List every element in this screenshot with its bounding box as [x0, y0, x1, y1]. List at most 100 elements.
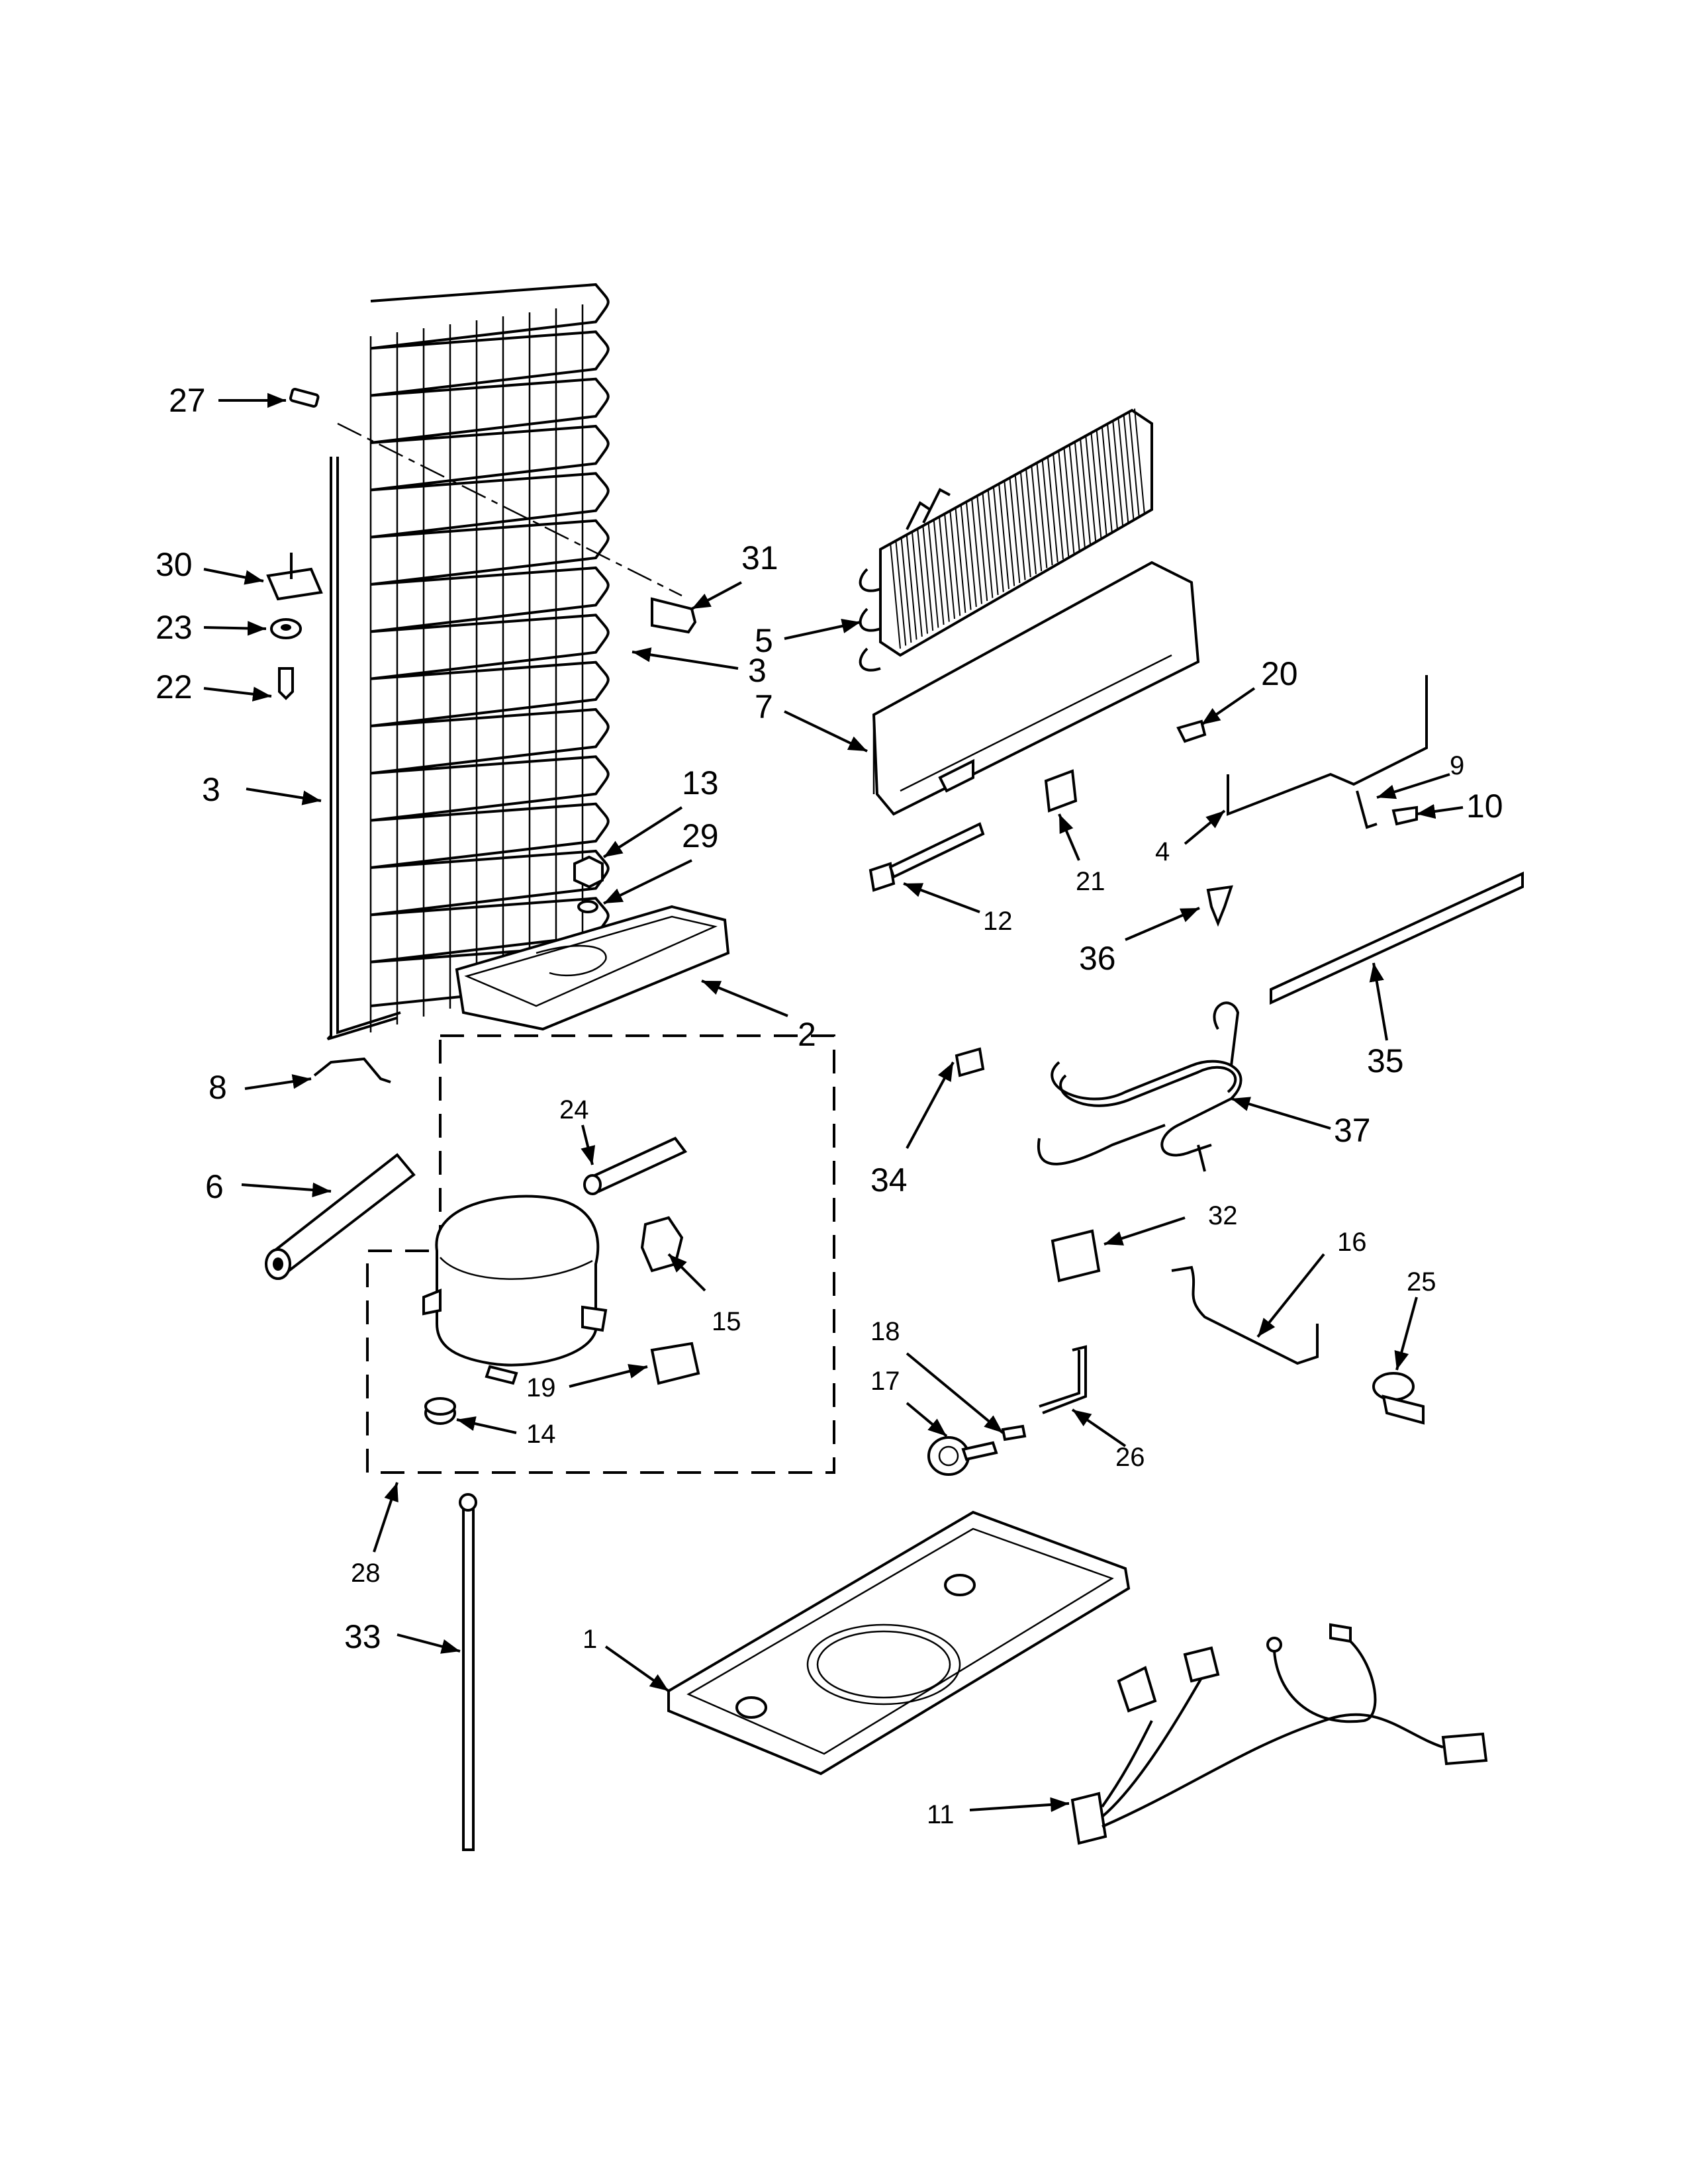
screw-22: [278, 667, 294, 700]
base-plate: [667, 1510, 1131, 1776]
evaporator-fin: [944, 512, 955, 619]
compressor-kit-box: [366, 1034, 835, 1474]
callout-31: 31: [741, 539, 778, 576]
overload-24: [583, 1136, 688, 1195]
grommet-23: [270, 618, 302, 639]
evaporator: [859, 408, 1153, 672]
evaporator-fin: [955, 506, 966, 614]
evaporator-fin: [1004, 480, 1015, 586]
evaporator-fin: [933, 518, 945, 625]
evaporator-fin: [971, 498, 982, 604]
callout-14: 14: [526, 1420, 556, 1449]
callout-17: 17: [870, 1367, 900, 1396]
clamp-25: [1372, 1372, 1425, 1425]
evaporator-fin: [922, 524, 934, 631]
evaporator-fin: [1058, 450, 1070, 557]
bracket-30: [266, 553, 323, 601]
evaporator-fin: [895, 539, 907, 646]
evaporator-fin: [1090, 432, 1102, 539]
callout-22: 22: [156, 668, 193, 705]
evaporator-cover: [872, 561, 1200, 816]
evaporator-fin: [1053, 453, 1064, 560]
compressor: [422, 1195, 608, 1385]
evaporator-fin: [1014, 474, 1026, 580]
callout-2: 2: [798, 1016, 816, 1053]
callout-13: 13: [682, 764, 719, 801]
strip-35: [1270, 871, 1524, 1005]
callout-30: 30: [156, 546, 193, 583]
callout-15: 15: [712, 1307, 741, 1336]
evaporator-fin: [1031, 465, 1043, 572]
callout-28: 28: [351, 1559, 381, 1588]
evaporator-fin: [949, 510, 961, 616]
screw-20: [1176, 719, 1207, 743]
callout-1: 1: [583, 1625, 597, 1654]
callout-25: 25: [1407, 1267, 1436, 1297]
callout-20: 20: [1261, 655, 1298, 692]
evaporator-fin: [1009, 477, 1021, 584]
evaporator-fin: [1047, 456, 1058, 563]
evaporator-fin: [917, 527, 928, 634]
callout-24: 24: [559, 1095, 589, 1124]
heater-37: [1037, 1001, 1243, 1172]
pin-18: [1001, 1424, 1027, 1441]
evaporator-fin: [1085, 435, 1097, 542]
callout-7: 7: [755, 688, 773, 725]
wire-harness: [1070, 1623, 1488, 1845]
callout-labels: 27 30 23 22 3 3 31 5 7 20 9 10 4 21 12 1…: [156, 382, 1503, 1829]
callout-23: 23: [156, 609, 193, 646]
callout-33: 33: [344, 1618, 381, 1655]
evaporator-fin: [965, 500, 977, 608]
callout-32: 32: [1208, 1201, 1238, 1230]
callout-3-left: 3: [202, 771, 220, 808]
callout-3-right: 3: [748, 652, 767, 689]
evaporator-fin: [927, 522, 939, 628]
callout-18: 18: [870, 1317, 900, 1346]
screw-10: [1391, 805, 1418, 826]
callout-27: 27: [169, 382, 206, 419]
evaporator-fin: [960, 504, 972, 610]
bracket-21: [1044, 769, 1078, 813]
bushing-36: [1206, 885, 1233, 927]
evaporator-fin: [1074, 441, 1086, 548]
evaporator-fin: [1123, 414, 1135, 521]
callout-5: 5: [755, 622, 773, 659]
evaporator-fin: [1019, 471, 1031, 578]
callout-35: 35: [1367, 1042, 1404, 1079]
evaporator-fin: [1063, 447, 1075, 554]
evaporator-fin: [1101, 426, 1113, 533]
evaporator-fin: [1080, 438, 1091, 545]
capacitor-19: [650, 1342, 700, 1385]
leader-lines: [203, 392, 1464, 1813]
callout-11: 11: [927, 1800, 955, 1829]
evaporator-fin: [976, 494, 988, 602]
evaporator-fin: [1041, 459, 1053, 566]
pad-32: [1051, 1229, 1101, 1283]
evaporator-fin: [938, 516, 950, 622]
insulation-tube-6: [265, 1153, 416, 1280]
tube-16: [1171, 1265, 1319, 1365]
callout-8: 8: [209, 1069, 227, 1106]
evaporator-fin: [982, 492, 994, 598]
evaporator-fin: [1025, 468, 1037, 574]
evaporator-fin: [911, 530, 923, 637]
bracket-26: [1039, 1345, 1087, 1414]
grommet-14: [424, 1397, 456, 1425]
evaporator-fin: [1107, 423, 1118, 530]
callout-26: 26: [1115, 1443, 1145, 1472]
callout-36: 36: [1079, 940, 1116, 977]
callout-34: 34: [870, 1161, 908, 1199]
clip-9: [1356, 790, 1378, 829]
evaporator-fin: [1096, 429, 1107, 536]
evaporator-fin: [1068, 444, 1080, 551]
evaporator-fin: [890, 542, 901, 649]
callout-19: 19: [526, 1373, 556, 1402]
evaporator-fin: [987, 488, 999, 596]
evaporator-fin: [906, 533, 917, 640]
bolt-31: [651, 597, 697, 634]
knob-17: [927, 1436, 998, 1476]
clip-34: [955, 1047, 985, 1077]
callout-4: 4: [1155, 837, 1170, 866]
tube-4: [1227, 675, 1428, 816]
